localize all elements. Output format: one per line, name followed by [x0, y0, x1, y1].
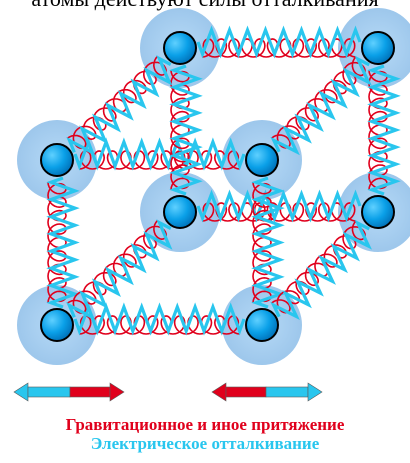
bond-blb-blf — [67, 220, 171, 317]
atom-bottom-right-front — [246, 309, 278, 341]
legend-arrow-left — [14, 383, 124, 401]
bond-trb-trf — [272, 57, 370, 152]
bonds — [48, 30, 396, 334]
bond-brb-brf — [272, 221, 370, 317]
bond-blf-brf — [75, 307, 244, 334]
legend-attraction-label: Гравитационное и иное притяжение — [0, 415, 410, 435]
atom-top-left-back — [164, 32, 196, 64]
repulsion-spring — [75, 307, 244, 331]
repulsion-spring — [198, 194, 360, 218]
bond-tlb-tlf — [67, 56, 171, 152]
atom-bottom-left-front — [41, 309, 73, 341]
atom-bottom-right-back — [362, 196, 394, 228]
legend-arrows — [14, 383, 322, 401]
repulsion-spring — [75, 142, 244, 166]
bond-tlb-trb — [198, 30, 360, 57]
atom-bottom-left-back — [164, 196, 196, 228]
atom-top-right-front — [246, 144, 278, 176]
atom-top-left-front — [41, 144, 73, 176]
bond-tlf-trf — [75, 142, 244, 169]
legend-arrow-right — [212, 383, 322, 401]
legend-repulsion-label: Электрическое отталкивание — [0, 434, 410, 454]
repulsion-spring — [198, 30, 360, 54]
atom-top-right-back — [362, 32, 394, 64]
